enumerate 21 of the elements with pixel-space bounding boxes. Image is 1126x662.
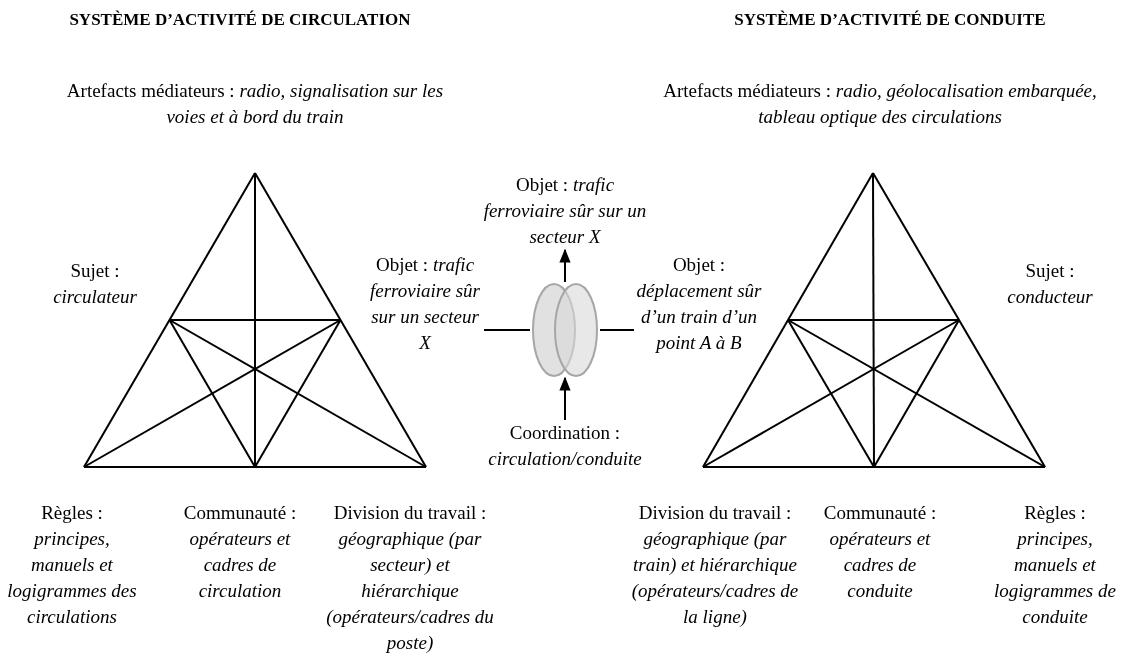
- corner-label: Communauté : opérateurs et cadres de conduite: [822, 501, 938, 603]
- corner-label: Règles : principes, manuels et logigrammes des circulations: [6, 501, 138, 629]
- corner-label: Sujet : conducteur: [1006, 259, 1094, 309]
- connector-line: [483, 329, 531, 331]
- corner-label: Artefacts médiateurs : radio, signalisation sur les voies et à bord du train: [65, 79, 445, 129]
- corner-label: Règles : principes, manuels et logigrammes de conduite: [993, 501, 1117, 629]
- object-text: Objet : trafic ferroviaire sûr sur un secteur X: [482, 173, 648, 249]
- corner-label: Communauté : opérateurs et cadres de circulation: [182, 501, 298, 603]
- arrow: [559, 248, 571, 283]
- arrow: [559, 376, 571, 421]
- connector-line: [599, 329, 635, 331]
- system-heading: SYSTÈME D’ACTIVITÉ DE CIRCULATION: [68, 9, 412, 31]
- corner-label: Division du travail : géographique (par train) et hiérarchique (opérateurs/cadres de la ligne): [630, 501, 800, 629]
- system-heading: SYSTÈME D’ACTIVITÉ DE CONDUITE: [733, 9, 1047, 31]
- object-text: Objet : trafic ferroviaire sûr sur un secteur X: [369, 253, 481, 355]
- corner-label: Division du travail : géographique (par secteur) et hiérarchique (opérateurs/cadres du poste): [325, 501, 495, 655]
- object-text: Objet : déplacement sûr d’un train d’un point A à B: [635, 253, 763, 355]
- object-text: Coordination : circulation/conduite: [487, 421, 643, 471]
- overlapping-ellipses-icon: [530, 282, 600, 378]
- corner-label: Sujet : circulateur: [52, 259, 138, 309]
- corner-label: Artefacts médiateurs : radio, géolocalisation embarquée, tableau optique des circulations: [662, 79, 1098, 129]
